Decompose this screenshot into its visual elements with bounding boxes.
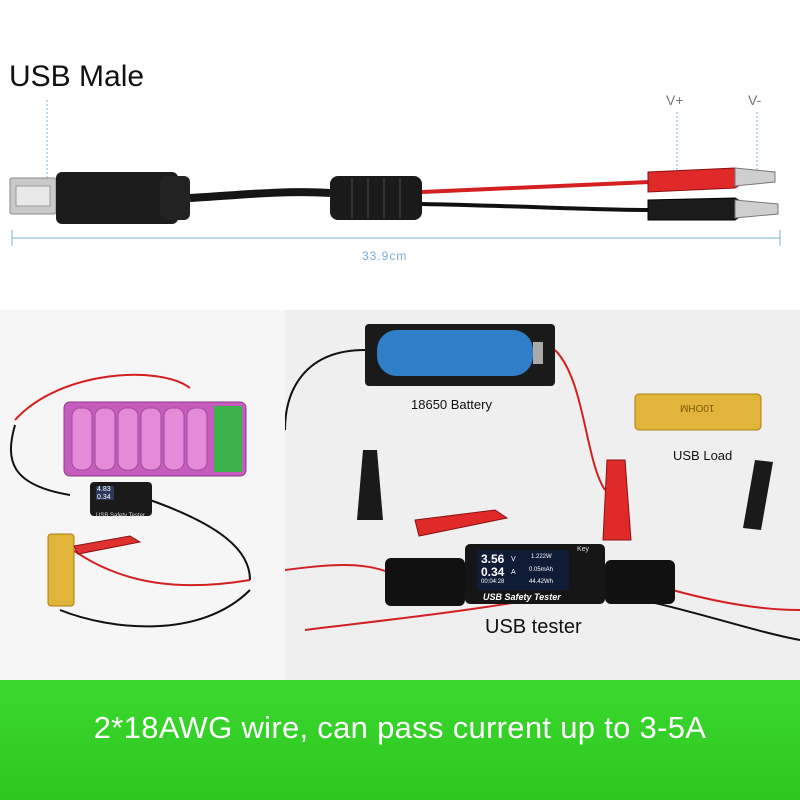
right-red-clip — [414, 509, 509, 537]
tester-screen — [477, 550, 569, 590]
length-label: 33.9cm — [362, 249, 408, 263]
usb-male-title: USB Male — [9, 60, 145, 93]
banner-text: 2*18AWG wire, can pass current up to 3-5… — [93, 710, 707, 745]
tester-cable-end-left — [385, 558, 465, 606]
tester-mah: 0.05mAh — [529, 567, 554, 573]
vplus-label: V+ — [666, 92, 684, 108]
splitter-sleeve — [330, 176, 422, 220]
photo-battery-test-setup: 18650 Battery USB Load 10OHM USB tester … — [285, 310, 800, 680]
battery-label: 18650 Battery — [411, 397, 492, 412]
right-black-clip-right — [743, 460, 773, 530]
left-tester-brand: USB Safety Tester — [96, 513, 145, 519]
red-wire — [421, 180, 651, 194]
tester-time: 00:04:28 — [481, 579, 505, 585]
tester-wh: 1.222W — [531, 554, 552, 560]
tester-voltage: 3.56 — [481, 552, 505, 566]
powerbank-illustration — [9, 373, 251, 628]
spec-banner: 2*18AWG wire, can pass current up to 3-5… — [0, 680, 800, 800]
black-wire — [421, 202, 651, 212]
vminus-label: V- — [748, 92, 762, 108]
right-red-clip-2 — [602, 459, 632, 541]
cable-illustration — [9, 100, 781, 246]
usb-housing — [56, 172, 178, 224]
tester-key: Key — [577, 546, 590, 553]
left-resistor — [47, 533, 75, 607]
right-resistor — [634, 393, 762, 431]
left-tester-line2: 0.34 — [97, 494, 111, 501]
tester-cable-end-right — [605, 560, 675, 604]
tester-current-unit: A — [511, 569, 516, 576]
tester-brand: USB Safety Tester — [483, 592, 561, 602]
charger-board — [214, 406, 242, 472]
battery-cell — [377, 330, 533, 376]
product-panel: USB Male V+ V- 33.9cm — [0, 0, 800, 310]
tester-voltage-unit: V — [511, 556, 516, 563]
right-black-clip-left — [357, 450, 383, 520]
photo-powerbank-setup: USB Safety Tester 4.83 0.34 — [0, 310, 285, 680]
tester-label: USB tester — [485, 616, 582, 638]
left-tester-line1: 4.83 — [97, 486, 111, 493]
battery-test-illustration — [285, 324, 800, 641]
tester-temp: 44.42Wh — [529, 579, 554, 585]
cable-main — [189, 188, 331, 202]
tester-current: 0.34 — [481, 565, 505, 579]
resistor-marking: 10OHM — [680, 402, 715, 413]
load-label: USB Load — [673, 448, 733, 463]
